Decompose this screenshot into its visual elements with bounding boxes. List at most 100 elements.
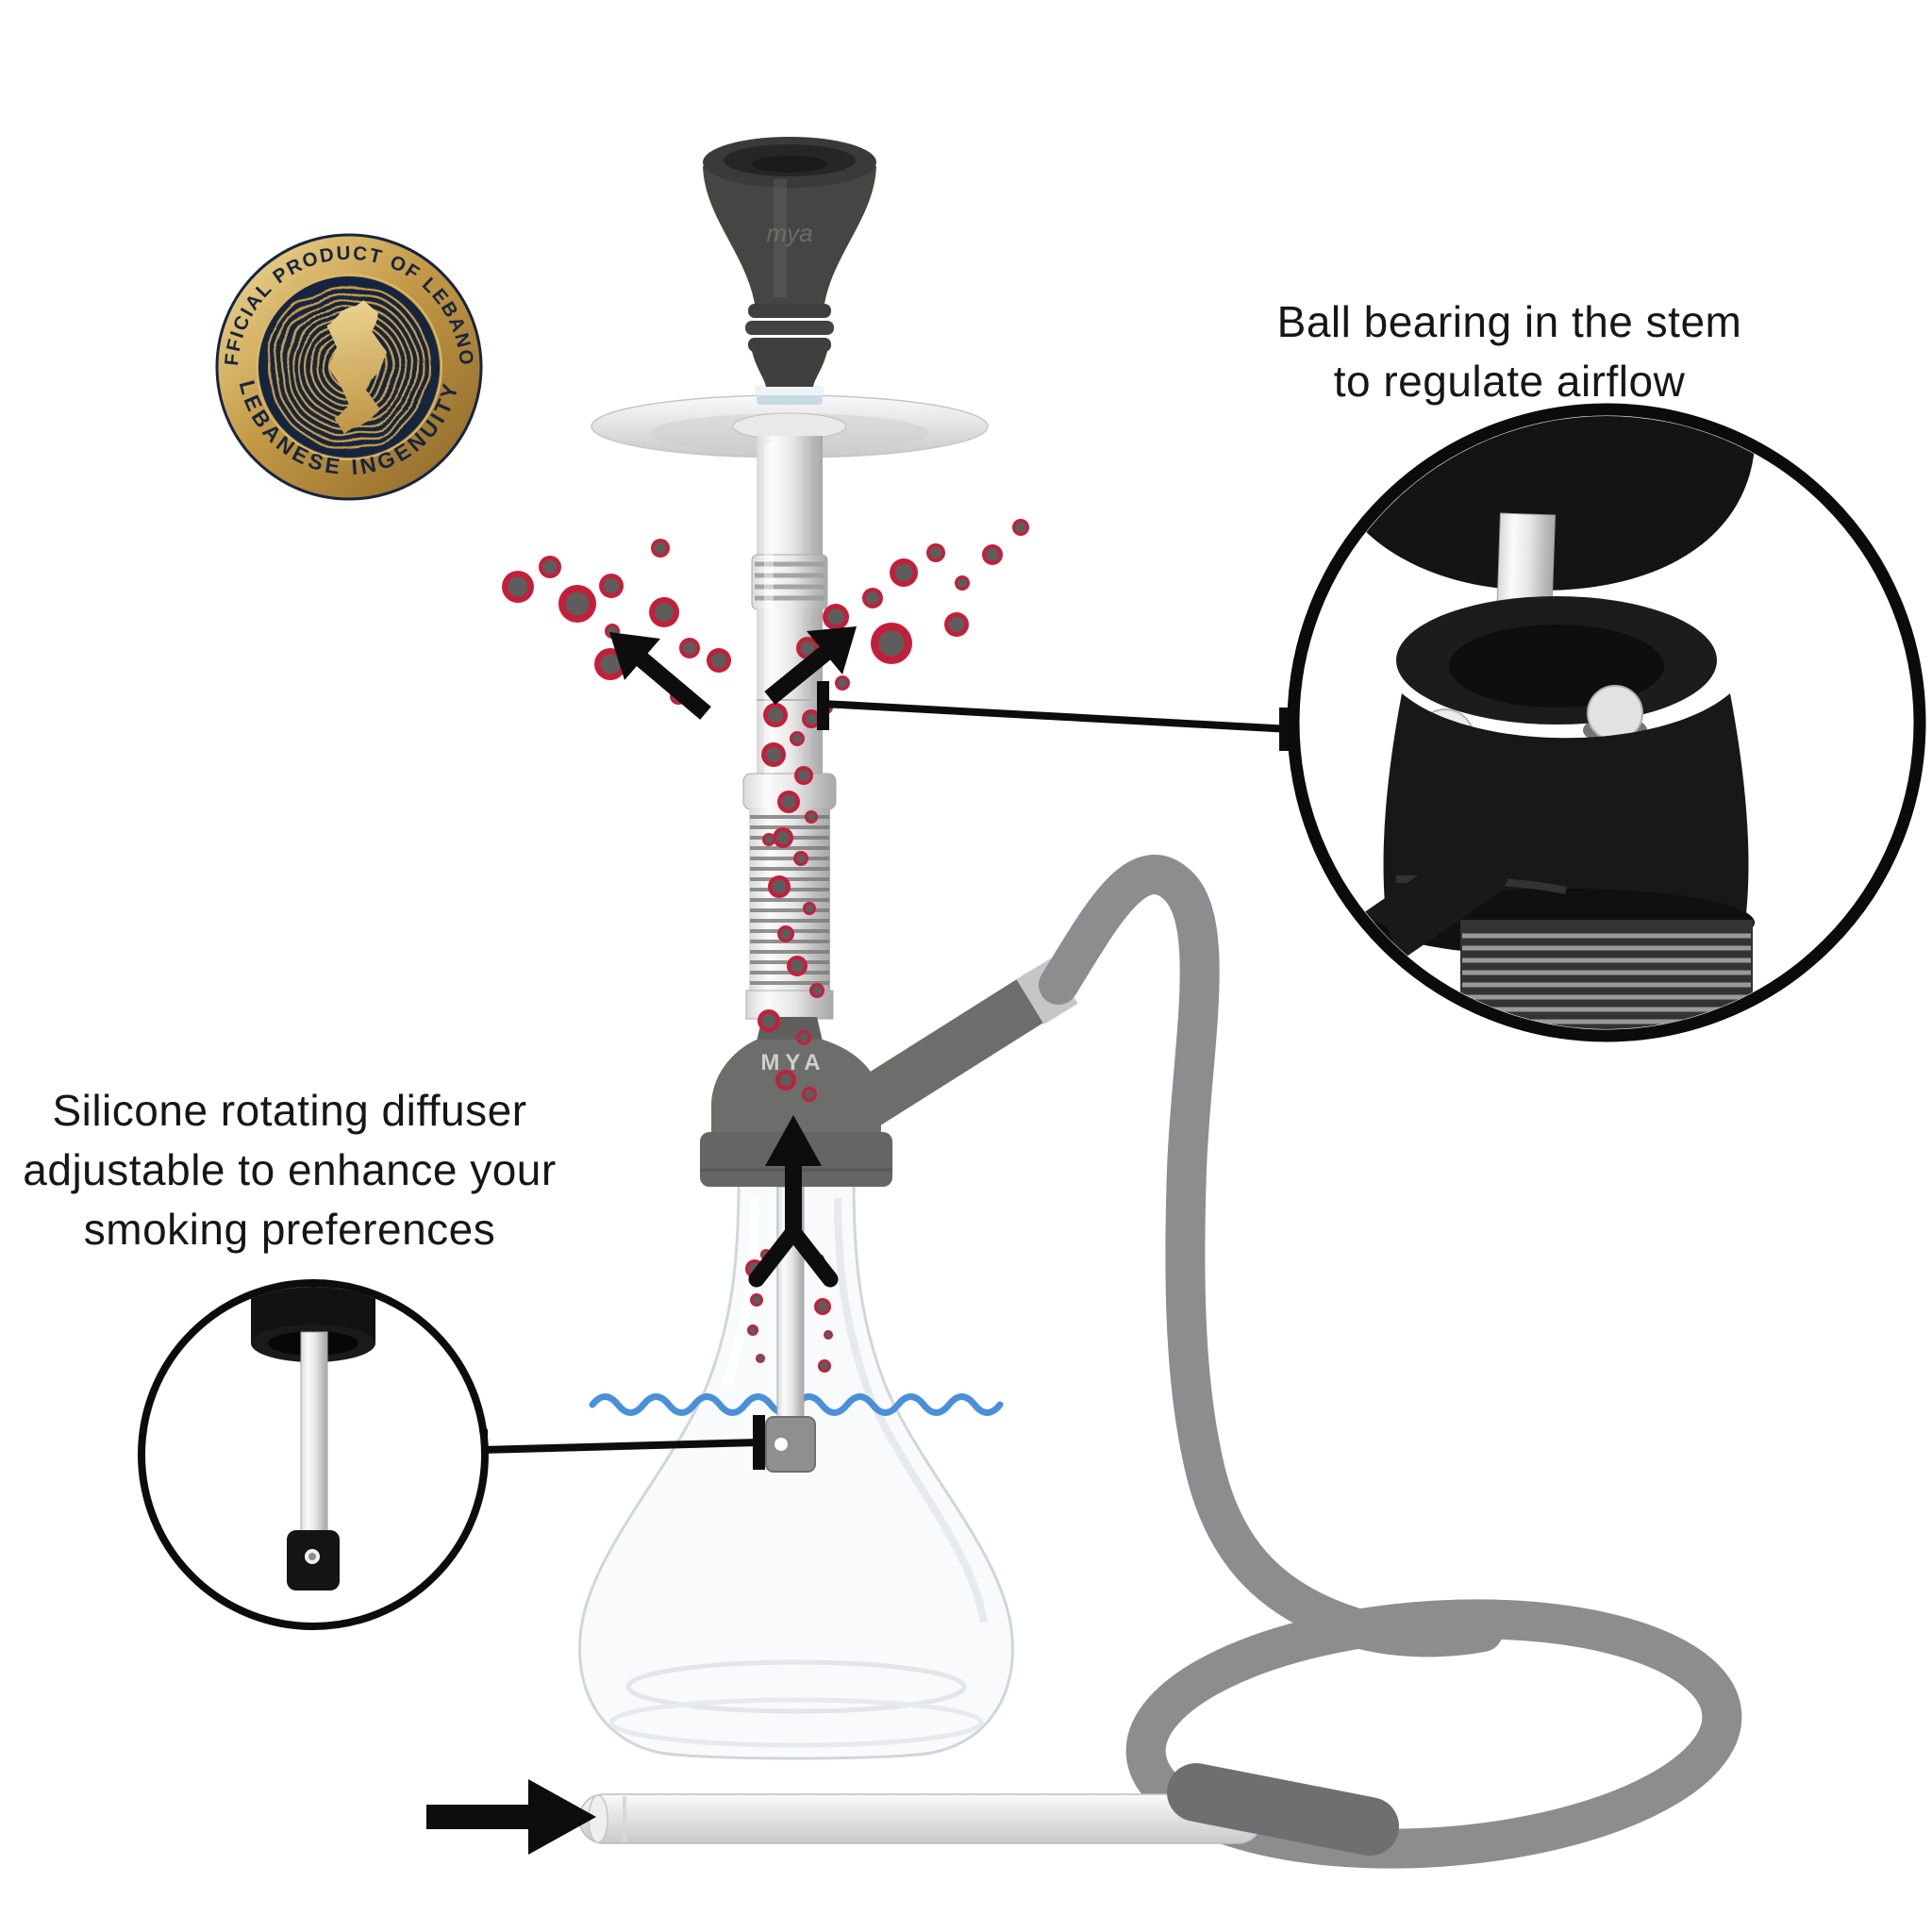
- smoke-particle: [758, 1009, 780, 1032]
- arrow-fork-right: [785, 1224, 839, 1288]
- smoke-particle: [777, 791, 800, 813]
- hose: [839, 855, 1742, 1869]
- arrow-up-right-shaft: [764, 642, 836, 705]
- smoke-particle: [926, 543, 945, 562]
- smoke-particle: [890, 558, 918, 587]
- smoke-particle: [944, 612, 969, 637]
- bowl-highlight: [774, 179, 787, 297]
- smoke-particle: [775, 1070, 796, 1091]
- inset-ball-bearing: [1287, 403, 1926, 1042]
- smoke-particle: [871, 623, 912, 664]
- hose-port-arm: [839, 971, 1063, 1131]
- annotations: [475, 626, 1291, 1471]
- glass-foot-ring: [625, 1659, 967, 1714]
- smoke-particle: [599, 574, 624, 598]
- bowl-logo: mya: [766, 219, 812, 247]
- smoke-particle: [818, 1359, 831, 1373]
- bowl-foot: [752, 351, 827, 387]
- inset-diffuser: [138, 1279, 489, 1630]
- smoke-particle: [747, 1324, 758, 1336]
- label-diffuser-line1: Silicone rotating diffuser: [52, 1086, 527, 1135]
- smoke-particle: [796, 1030, 811, 1045]
- bowl-cavity: [752, 156, 827, 173]
- label-diffuser: Silicone rotating diffuser adjustable to…: [23, 1081, 557, 1259]
- bowl-ring-2: [745, 321, 834, 335]
- smoke-particle: [787, 956, 808, 976]
- badge-ring: [273, 291, 425, 443]
- bowl-grommet-blue: [757, 395, 823, 405]
- smoke-particle: [802, 1087, 817, 1102]
- smoke-particle: [824, 1330, 833, 1340]
- smoke-particle: [768, 875, 791, 898]
- badge-inner-bevel: [256, 274, 442, 460]
- lebanon-badge: OFFICIAL PRODUCT OF LEBANON LEBANESE ING…: [215, 233, 483, 501]
- smoke-particle: [809, 983, 824, 998]
- arrow-fork-left: [748, 1224, 802, 1288]
- smoke-particle: [805, 810, 818, 824]
- hose-sleeve: [1167, 1763, 1399, 1856]
- diffuser-tip-hole-core: [308, 1553, 316, 1560]
- arrow-up-right-head: [807, 626, 857, 675]
- smoke-particle: [794, 766, 813, 785]
- arrow-up-center-head: [765, 1115, 822, 1166]
- glass-bottom-ring: [608, 1697, 984, 1748]
- mouthpiece-arrow-shaft: [426, 1805, 528, 1829]
- hose-coil: [1125, 1599, 1742, 1869]
- diffuser-hole: [774, 1438, 788, 1451]
- smoke-particle: [773, 827, 793, 848]
- mouthpiece: [426, 1763, 1399, 1856]
- smoke-particle: [539, 556, 561, 578]
- smoke-particle: [707, 648, 731, 673]
- mouthpiece-handle: [578, 1793, 1263, 1844]
- stem-highlight: [764, 443, 774, 774]
- stem-ridges: [755, 561, 824, 601]
- smoke-particle: [803, 902, 816, 915]
- smoke-particle: [835, 675, 850, 691]
- lebanon-map-silhouette: [326, 297, 387, 435]
- smoke-particle: [802, 709, 821, 728]
- smoke-particle: [814, 1298, 831, 1315]
- arrow-up-center-shaft: [785, 1160, 802, 1238]
- label-ball-bearing-line1: Ball bearing in the stem: [1276, 297, 1742, 346]
- smoke-particle: [649, 597, 679, 627]
- smoke-particle: [1012, 519, 1029, 536]
- smoke-particle: [982, 544, 1003, 565]
- smoke-particle: [651, 539, 670, 558]
- smoke-particle: [750, 1293, 763, 1307]
- bowl-body: [703, 166, 876, 304]
- glass-highlight: [722, 1197, 759, 1387]
- stem-assembly: mya: [591, 137, 989, 1041]
- hub-logo: MYA: [760, 1050, 825, 1075]
- smoke-particle: [502, 571, 534, 603]
- smoke-particle: [862, 588, 883, 608]
- label-diffuser-line2: adjustable to enhance your: [23, 1145, 557, 1194]
- smoke-particle: [763, 703, 788, 727]
- smoke-particle: [558, 585, 596, 623]
- arrow-up-left-shaft: [634, 651, 711, 720]
- bearing-ribbed-section: [1460, 920, 1753, 1029]
- smoke-particle: [756, 1354, 765, 1363]
- bowl-grommet-top: [755, 385, 824, 396]
- ash-plate-hub: [732, 412, 847, 441]
- stem-upper: [757, 436, 823, 557]
- diffuser-tip: [765, 1416, 816, 1473]
- callout-line-diffuser: [480, 1439, 759, 1454]
- arrow-up-left-head: [609, 632, 660, 680]
- callout-tick-diffuser: [753, 1415, 765, 1470]
- label-diffuser-line3: smoking preferences: [83, 1205, 496, 1254]
- diffuser-rod: [300, 1331, 328, 1535]
- smoke-particle: [823, 604, 849, 630]
- smoke-particle: [777, 925, 794, 942]
- inset-left-content: [251, 1287, 375, 1591]
- smoke-particle: [761, 742, 786, 767]
- bowl-ring-1: [748, 304, 831, 318]
- smoke-particle: [762, 833, 775, 846]
- smoke-particle: [790, 731, 805, 746]
- bowl-ring-3: [748, 338, 831, 352]
- mouthpiece-arrow-head: [528, 1779, 596, 1855]
- hose-tube: [1039, 855, 1503, 1657]
- smoke-particle: [793, 851, 808, 866]
- smoke-particle: [955, 575, 970, 591]
- callout-line-ball-bearing: [822, 700, 1291, 733]
